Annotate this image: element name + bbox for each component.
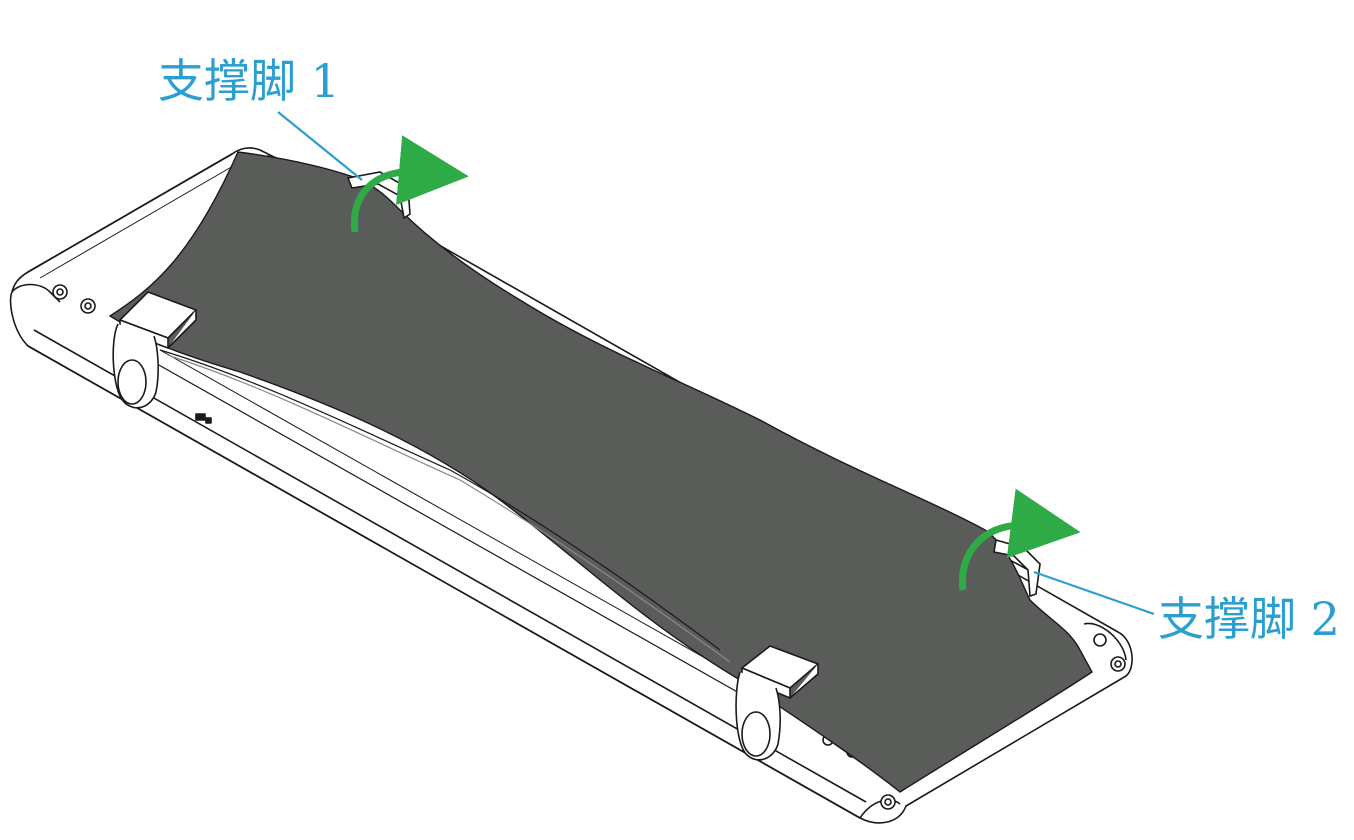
running-belt: [108, 151, 1093, 793]
support-foot-2-label: 支撑脚 2: [1158, 592, 1340, 646]
support-foot-2: [735, 645, 819, 761]
rotation-arrow-1-icon: [350, 135, 469, 233]
belt-underside: [159, 349, 731, 663]
rotation-arrow-2-icon: [958, 488, 1081, 591]
leader-line-1: [277, 111, 363, 181]
support-foot-1: [112, 291, 197, 409]
leader-line-2: [1033, 570, 1155, 616]
support-foot-1-label: 支撑脚 1: [158, 54, 340, 108]
